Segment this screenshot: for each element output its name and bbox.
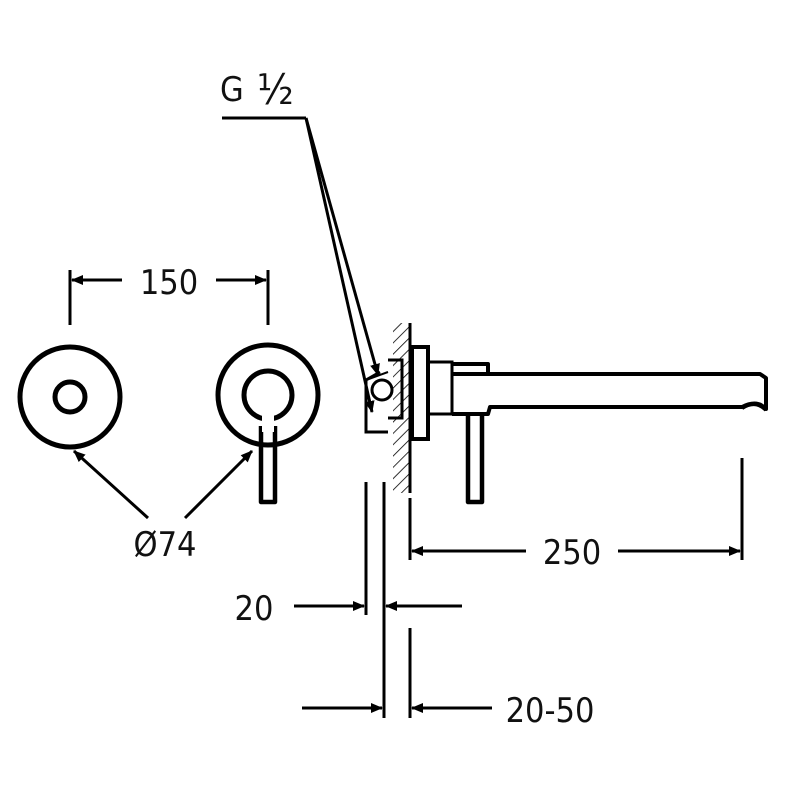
wall-plate [410,345,430,441]
spacing-label: 150 [140,263,198,303]
mount-block [426,360,454,416]
thread-fraction: ½ [257,65,294,114]
right-escutcheon [215,342,321,505]
thread-connector [370,378,394,402]
thread-callout: G ½ [220,65,380,413]
diameter-label: Ø74 [134,525,197,565]
diameter-callout: Ø74 [72,449,254,565]
lever-handle [258,426,278,505]
plate-dimension: 20 [235,482,462,718]
thread-label: G [220,70,244,110]
left-rosette [17,344,123,450]
spout-length-dimension: 250 [408,458,744,573]
left-rosette-hole [52,379,88,415]
wall-range-dimension: 20-50 [302,628,594,731]
left-escutcheon [17,344,123,450]
spout [452,362,768,416]
side-view: G ½ 250 20 20-50 [220,65,768,731]
spacing-dimension: 150 [68,263,270,325]
right-rosette-hub [241,368,295,422]
spout-outlet [740,402,768,412]
side-lever [465,414,485,505]
front-view: 150 Ø74 [17,263,321,565]
wall-range-label: 20-50 [506,691,595,731]
right-rosette [215,342,321,448]
plate-label: 20 [235,589,274,629]
spout-length-label: 250 [543,533,601,573]
